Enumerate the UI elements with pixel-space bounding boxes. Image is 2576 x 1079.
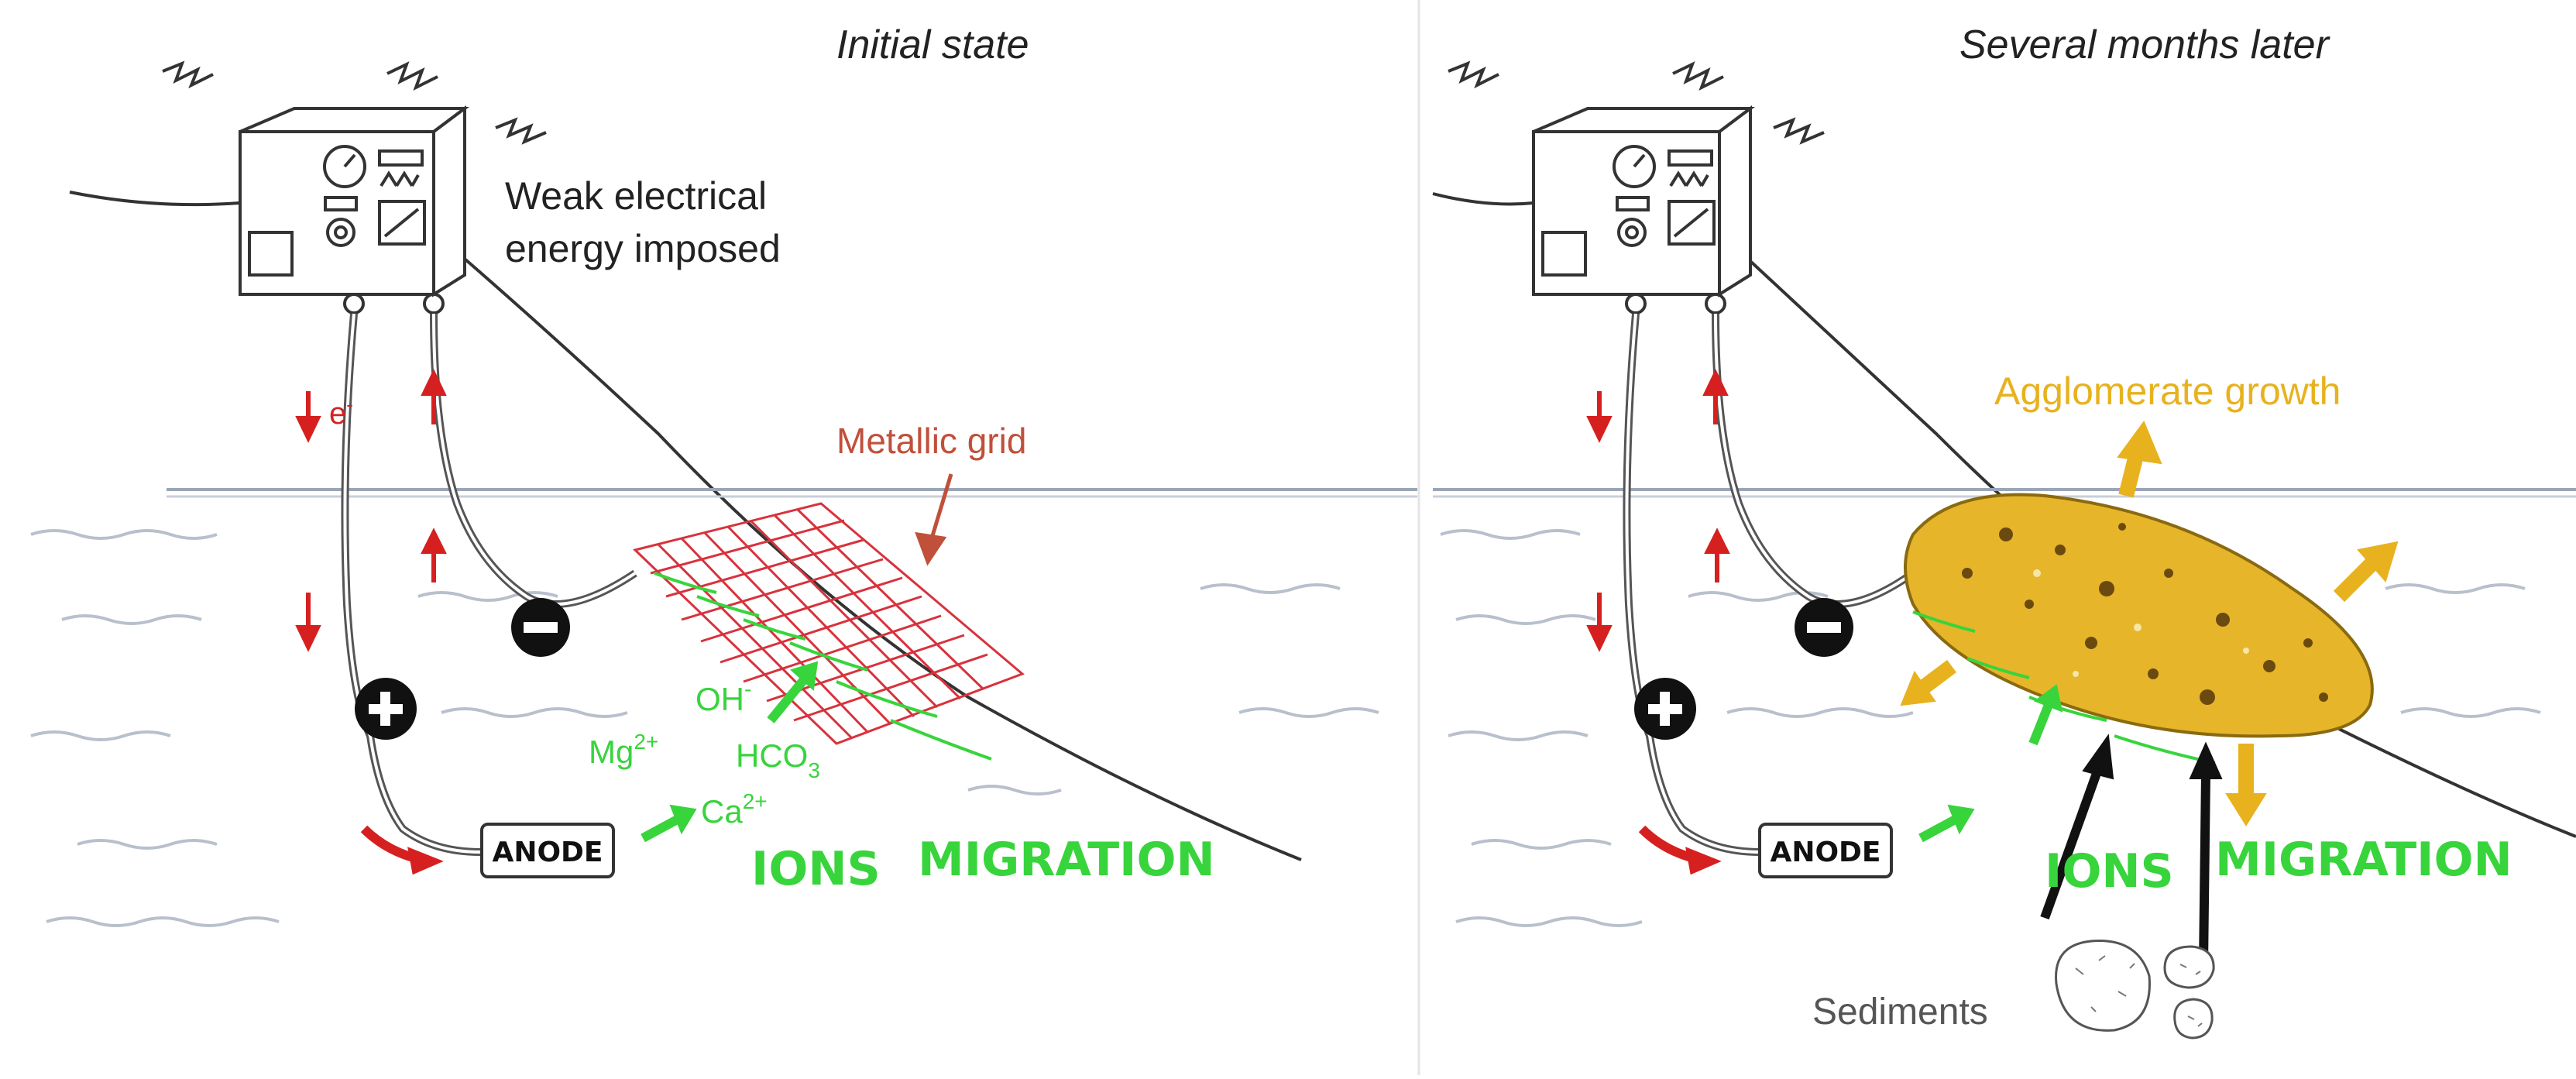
electron-label: e- bbox=[329, 393, 353, 431]
ion-flow-arrows bbox=[641, 661, 819, 843]
metallic-grid-pointer-arrow bbox=[915, 473, 953, 566]
negative-cable bbox=[1712, 313, 1915, 608]
energy-label-line-1: Weak electrical bbox=[505, 174, 767, 218]
right-panel-title: Several months later bbox=[1959, 22, 2331, 67]
sediment-flow-arrows bbox=[2040, 734, 2223, 965]
bicarbonate-label: HCO3 bbox=[736, 737, 820, 782]
agglomerate-growth-label: Agglomerate growth bbox=[1994, 369, 2341, 413]
rock-icon bbox=[2055, 940, 2215, 1039]
negative-cable-core bbox=[432, 313, 637, 606]
agglomerate-growth-arrows bbox=[1900, 420, 2399, 826]
left-panel: Initial state bbox=[30, 22, 1417, 927]
green-deposit-lines bbox=[1912, 610, 2216, 765]
plus-circle-icon bbox=[355, 678, 417, 740]
right-panel: Several months later bbox=[1432, 22, 2576, 1039]
water-waves bbox=[1440, 529, 2541, 927]
power-supply-box-icon bbox=[1532, 105, 1755, 314]
metallic-grid-mesh bbox=[633, 502, 1025, 745]
green-deposit-lines bbox=[654, 572, 992, 761]
anode-box: ANODE bbox=[480, 823, 615, 878]
calcium-label: Ca2+ bbox=[701, 789, 768, 830]
ions-migration-label-migration: MIGRATION bbox=[2215, 833, 2512, 887]
lightning-spark-icon bbox=[162, 60, 547, 145]
negative-cable-core bbox=[1714, 313, 1915, 606]
hill-contour-back bbox=[69, 191, 1302, 861]
plus-circle-icon bbox=[1634, 678, 1696, 740]
positive-cable-core bbox=[1625, 313, 1760, 854]
lightning-spark-icon bbox=[1448, 60, 1825, 145]
electron-flow-arrows bbox=[295, 369, 447, 875]
positive-cable bbox=[1623, 313, 1760, 856]
minus-circle-icon bbox=[511, 598, 570, 657]
hydroxide-label: OH- bbox=[696, 677, 751, 717]
electron-flow-arrows bbox=[1586, 369, 1730, 875]
negative-cable bbox=[430, 313, 637, 608]
left-panel-title: Initial state bbox=[836, 22, 1029, 67]
anode-box: ANODE bbox=[1758, 823, 1893, 878]
anode-label: ANODE bbox=[1770, 837, 1880, 868]
energy-label-line-2: energy imposed bbox=[505, 227, 781, 270]
positive-cable-core bbox=[343, 313, 481, 854]
rock-texture bbox=[2075, 955, 2203, 1027]
metallic-grid-label: Metallic grid bbox=[836, 421, 1026, 461]
ions-migration-label-migration: MIGRATION bbox=[918, 833, 1215, 887]
water-waves bbox=[30, 529, 1379, 927]
anode-label: ANODE bbox=[492, 837, 603, 868]
sediments-label: Sediments bbox=[1812, 991, 1988, 1033]
magnesium-label: Mg2+ bbox=[589, 730, 658, 770]
ions-migration-label-ions: IONS bbox=[2045, 844, 2174, 899]
agglomerate-mass bbox=[1904, 493, 2374, 738]
minus-circle-icon bbox=[1795, 598, 1853, 657]
ions-migration-label-ions: IONS bbox=[751, 842, 881, 896]
ion-flow-arrows bbox=[1918, 684, 2063, 843]
positive-cable bbox=[341, 313, 481, 856]
power-supply-box-icon bbox=[239, 105, 469, 314]
